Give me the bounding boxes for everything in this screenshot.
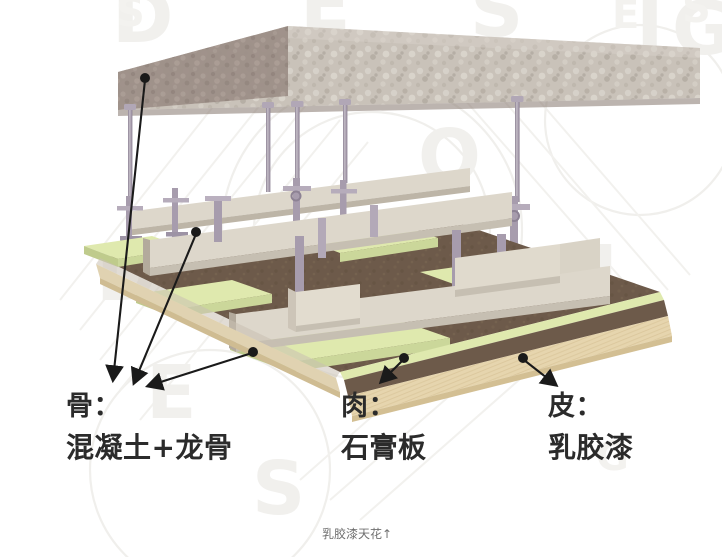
ceiling-edge-layers (96, 258, 672, 422)
svg-text:G: G (596, 434, 629, 480)
svg-text:E: E (146, 350, 197, 436)
hanger-bracket (163, 188, 189, 240)
suspension-rod (511, 96, 524, 202)
suspension-rod (124, 104, 136, 212)
leader-slab (105, 73, 150, 384)
leader-lines-group (105, 73, 559, 391)
leader-gypsum (378, 353, 409, 385)
label-skin-body: 乳胶漆 (548, 431, 634, 464)
label-skin-head: 皮： (548, 391, 603, 422)
tee-post (318, 218, 326, 258)
label-flesh-head: 肉： (341, 391, 396, 422)
svg-text:S: S (252, 446, 305, 532)
suspension-rod (339, 99, 351, 183)
tee-post (295, 236, 304, 310)
svg-text:E: E (612, 0, 639, 38)
suspension-rod (291, 101, 304, 235)
suspension-rod (262, 102, 274, 192)
furring-channel (560, 238, 600, 274)
hanger-brackets-group (117, 178, 530, 260)
tee-post (205, 196, 231, 242)
leader-paint (518, 353, 559, 387)
main-channel (143, 192, 512, 276)
svg-text:D: D (112, 0, 173, 60)
figure-caption: 乳胶漆天花↑ (322, 527, 393, 541)
svg-text:S: S (682, 0, 711, 32)
suspension-rods-group (124, 96, 524, 235)
svg-text:S: S (116, 0, 145, 36)
label-flesh-body: 石膏板 (341, 431, 427, 464)
concrete-slab (118, 26, 700, 116)
furring-channel-block (288, 284, 360, 332)
label-bone-head: 骨： (66, 391, 121, 422)
leader-channel (130, 227, 201, 386)
furring-channel (455, 244, 560, 297)
furring-channels-group (143, 192, 610, 352)
tee-post (370, 205, 378, 237)
leader-runner (144, 347, 258, 391)
label-bone-body: 混凝土+龙骨 (66, 431, 233, 464)
hanger-bracket (117, 196, 143, 242)
